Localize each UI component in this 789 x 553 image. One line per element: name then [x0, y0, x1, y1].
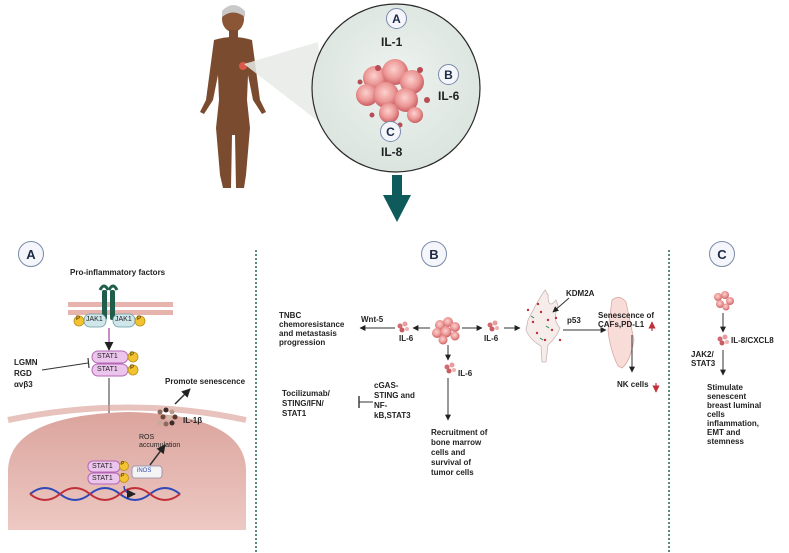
label-il8: IL-8 — [381, 145, 403, 159]
label-il6: IL-6 — [438, 89, 460, 103]
il1b-label: IL-1β — [183, 416, 203, 425]
outcome-line-7: stemness — [707, 437, 744, 446]
phosphate-icon — [73, 315, 85, 327]
caf-cell-icon — [525, 289, 562, 363]
stat1-label-bottom: STAT1 — [97, 366, 118, 373]
transcription-arrow — [123, 485, 136, 499]
panel-a-badge: A — [18, 241, 44, 267]
tocilizumab-line-2: STING/IFN/ — [282, 399, 324, 408]
p-label: P — [130, 365, 135, 371]
cafs-pdl1-label: CAFs,PD-L1 — [598, 320, 645, 329]
panel-c-badge: C — [709, 241, 735, 267]
tnbc-line-2: chemoresistance — [279, 320, 345, 329]
recruitment-line-2: bone marrow — [431, 438, 482, 447]
outcome-line-6: EMT and — [707, 428, 741, 437]
tnbc-line-1: TNBC — [279, 311, 302, 320]
inos-label: iNOS — [137, 468, 152, 474]
tnbc-line-4: progression — [279, 338, 326, 347]
il6-left-label: IL-6 — [399, 334, 414, 343]
stat1-nucleus-label-top: STAT1 — [92, 463, 113, 470]
inhibition-bar — [87, 357, 90, 369]
outcome-line-4: cells — [707, 410, 725, 419]
recruitment-line-1: Recruitment of — [431, 428, 488, 437]
dna-icon — [29, 487, 181, 501]
wnt5-label: Wnt-5 — [361, 315, 384, 324]
tnbc-line-3: and metastasis — [279, 329, 337, 338]
il6-cluster-left-icon — [397, 321, 409, 333]
phosphate-icon — [134, 315, 146, 327]
il8-cluster-icon — [717, 334, 729, 346]
cgas-line-3: NF- — [374, 401, 388, 410]
recruitment-line-5: tumor cells — [431, 468, 474, 477]
down-arrow-icon — [383, 175, 411, 222]
tumor-cluster-c-icon — [714, 291, 734, 311]
p53-label: p53 — [567, 316, 581, 325]
outcome-line-2: senescent — [707, 392, 747, 401]
phosphate-icon — [119, 461, 129, 471]
cgas-line-4: kB,STAT3 — [374, 411, 411, 420]
promote-senescence-label: Promote senescence — [165, 377, 246, 386]
p-label: P — [121, 473, 125, 479]
stat3-label: STAT3 — [691, 359, 716, 368]
senescent-caf-icon — [607, 297, 635, 369]
senescence-of-label: Senescence of — [598, 311, 655, 320]
tumor-cell-cluster-icon — [356, 59, 430, 128]
cgas-line-1: cGAS- — [374, 381, 399, 390]
il1b-particles-icon — [157, 407, 178, 427]
top-badge-a: A — [386, 8, 407, 29]
phosphate-icon — [119, 473, 129, 483]
jak1-left-label: JAK1 — [86, 316, 103, 323]
tumor-cluster-center-icon — [432, 317, 460, 345]
ros-accumulation-label: accumulation — [139, 442, 181, 449]
panel-b-badge: B — [421, 241, 447, 267]
outcome-line-3: breast luminal — [707, 401, 762, 410]
recruitment-line-4: survival of — [431, 458, 472, 467]
inhibitor-lgmn: LGMN — [14, 358, 38, 367]
human-figure-icon — [200, 5, 266, 188]
stat1-nucleus-label-bottom: STAT1 — [92, 475, 113, 482]
stat1-label-top: STAT1 — [97, 353, 118, 360]
label-il1: IL-1 — [381, 35, 403, 49]
cgas-line-2: STING and — [374, 391, 415, 400]
inos-box — [131, 465, 163, 479]
phosphate-icon — [127, 351, 139, 363]
jak1-right-label: JAK1 — [115, 316, 132, 323]
phosphate-icon — [127, 364, 139, 376]
recruitment-line-3: cells and — [431, 448, 466, 457]
arrow-senescence — [174, 388, 191, 405]
nucleus-shape — [8, 412, 246, 530]
p-label: P — [130, 352, 135, 358]
inhibition-line — [41, 362, 89, 371]
p-label: P — [121, 461, 125, 467]
il6-mid-label: IL-6 — [484, 334, 499, 343]
top-badge-c: C — [380, 121, 401, 142]
outcome-line-1: Stimulate — [707, 383, 744, 392]
receptor-icon — [98, 284, 119, 320]
inhibitor-rgd: RGD — [14, 369, 32, 378]
nk-cells-label: NK cells — [617, 380, 649, 389]
outcome-line-5: inflammation, — [707, 419, 760, 428]
ros-label: ROS — [139, 434, 155, 441]
arrow-ros — [149, 444, 166, 466]
p-label: P — [76, 316, 81, 322]
kdm2a-label: KDM2A — [566, 289, 595, 298]
p-label: P — [137, 316, 142, 322]
arrow-kdm2a — [552, 297, 570, 313]
tumor-site-marker — [239, 62, 247, 70]
zoom-callout — [244, 42, 327, 128]
jak2-label: JAK2/ — [691, 350, 714, 359]
cell-membrane-top — [68, 302, 173, 315]
il6-down-label: IL-6 — [458, 369, 473, 378]
top-badge-b: B — [438, 64, 459, 85]
panel-a-title: Pro-inflammatory factors — [70, 268, 166, 277]
inhibitor-avb3: αvβ3 — [14, 380, 33, 389]
il6-cluster-mid-icon — [487, 320, 499, 332]
tocilizumab-line-3: STAT1 — [282, 409, 307, 418]
il6-cluster-down-icon — [444, 362, 456, 374]
il8-cxcl8-label: IL-8/CXCL8 — [731, 336, 774, 345]
tocilizumab-line-1: Tocilizumab/ — [282, 389, 330, 398]
